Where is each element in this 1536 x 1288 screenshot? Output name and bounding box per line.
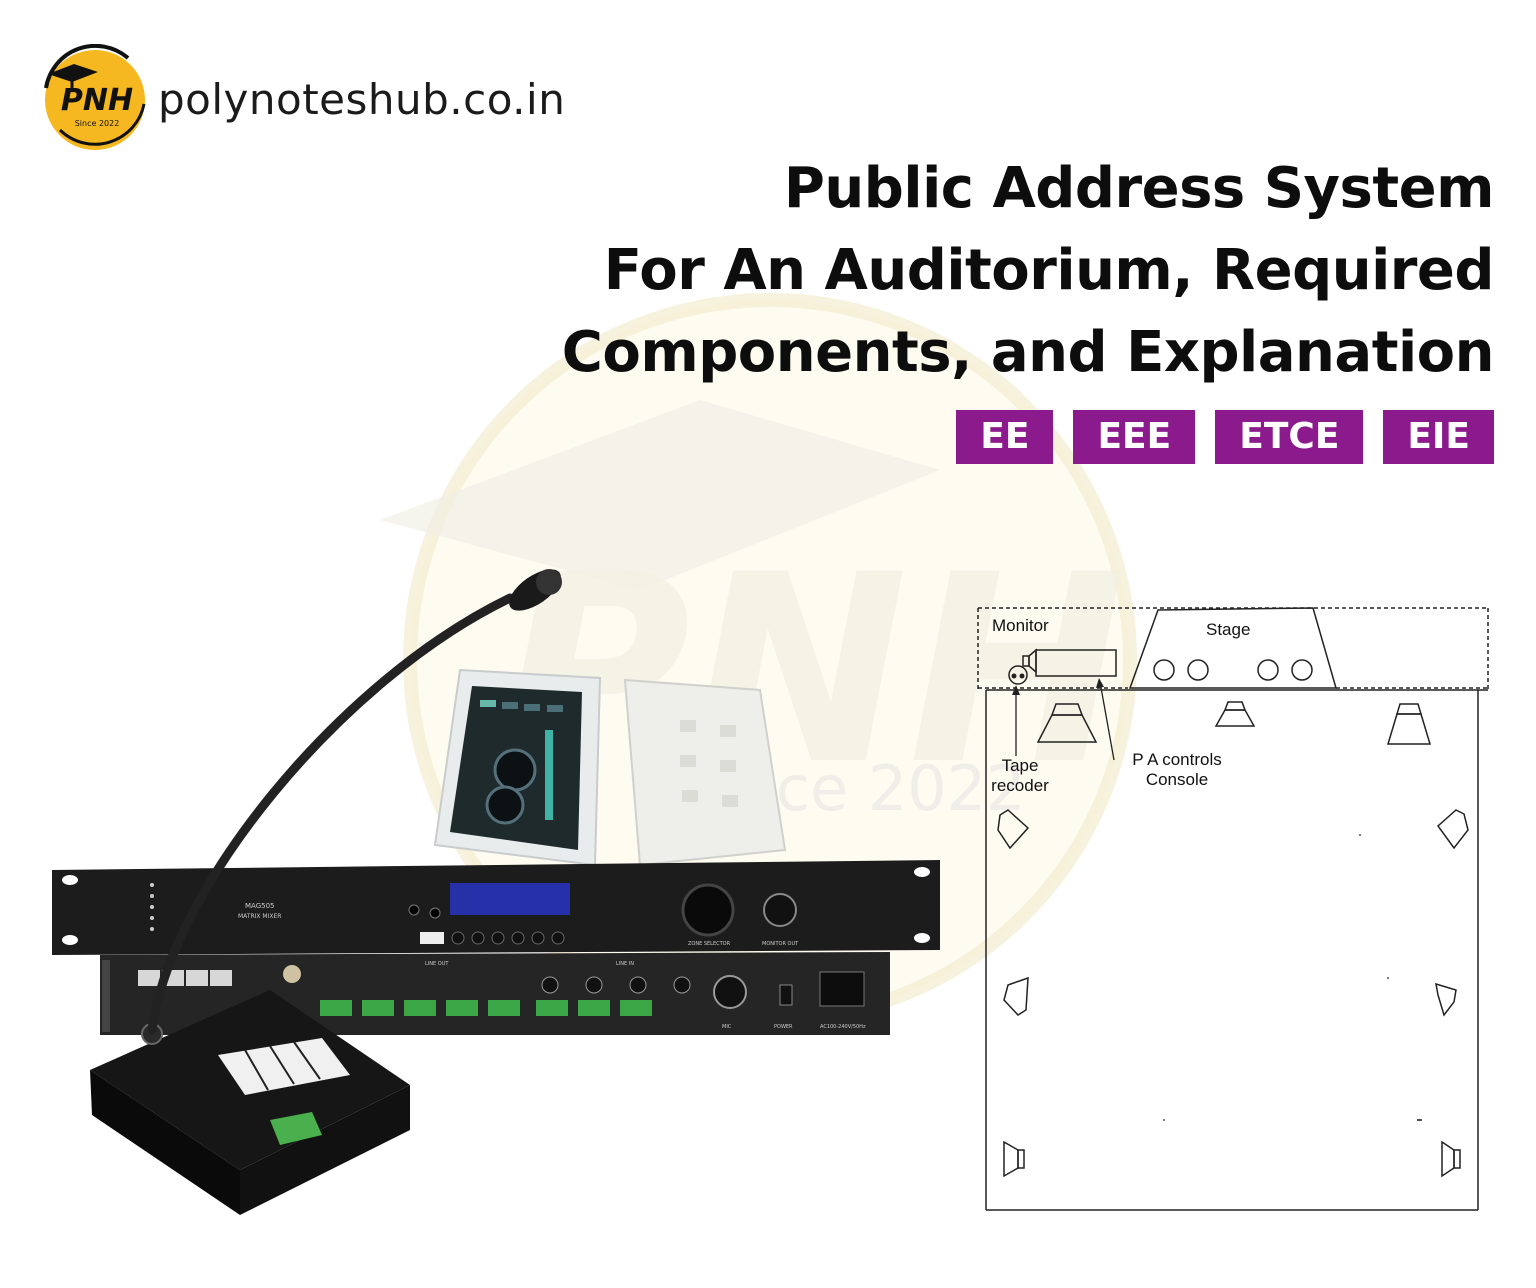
stage-label: Stage: [1206, 620, 1251, 639]
tag-etce: ETCE: [1215, 410, 1364, 464]
zone-selector-knob-icon: [681, 883, 735, 937]
pa-console-label-line-2: Console: [1145, 770, 1209, 789]
side-speaker-left-2-icon: [1003, 976, 1029, 1016]
side-speaker-right-2-icon: [1435, 982, 1457, 1017]
mic-label: MIC: [722, 1024, 732, 1030]
line-in-label: LINE IN: [616, 961, 634, 967]
rack-subtitle-label: MATRIX MIXER: [238, 913, 281, 920]
front-speaker-icon: [1036, 703, 1098, 743]
power-label: POWER: [774, 1024, 793, 1030]
rack-model-label: MAG505: [245, 902, 275, 910]
site-url[interactable]: polynoteshub.co.in: [158, 74, 566, 124]
logo-text: PNH: [61, 83, 133, 118]
matrix-mixer-icon: MAG505 MATRIX MIXER ZONE SELECTOR MONITO…: [52, 860, 940, 955]
ac-label: AC100-240V/50Hz: [820, 1024, 866, 1030]
monitor-out-label: MONITOR OUT: [762, 941, 799, 947]
gooseneck-icon: [147, 593, 515, 1035]
pa-equipment-illustration: MAG505 MATRIX MIXER ZONE SELECTOR MONITO…: [52, 569, 940, 1215]
pa-console-box: [1035, 649, 1117, 677]
pnh-logo-icon: PNH Since 2022: [40, 43, 150, 154]
front-center-speaker-icon: [1214, 701, 1256, 727]
branch-tags: EE EEE ETCE EIE: [956, 410, 1494, 464]
graduation-cap-icon: [48, 64, 98, 82]
pa-console-label-line-1: P A controls: [1132, 750, 1222, 769]
touch-panel-icon: [433, 668, 602, 867]
tag-eie: EIE: [1383, 410, 1494, 464]
front-right-speaker-icon: [1386, 703, 1432, 745]
monitor-speaker-icon: [1022, 648, 1037, 674]
tape-recorder-label-line-1: Tape: [1001, 756, 1039, 775]
side-speaker-right-3-icon: [1441, 1140, 1461, 1178]
side-speaker-right-1-icon: [1436, 809, 1469, 850]
stage-outline: [1128, 607, 1337, 689]
tag-ee: EE: [956, 410, 1054, 464]
paging-console-icon: [90, 990, 410, 1215]
page-title: Public Address System For An Auditorium,…: [494, 148, 1495, 394]
auditorium-layout-diagram: Monitor Stage Tape recoder P A controls …: [968, 600, 1498, 1220]
tag-eee: EEE: [1073, 410, 1196, 464]
lcd-display-icon: [450, 883, 570, 915]
title-line-2: For An Auditorium, Required: [603, 238, 1495, 303]
xlr-jack-icon: [763, 893, 797, 927]
tape-recorder-label-line-2: recoder: [991, 776, 1049, 795]
line-out-label: LINE OUT: [425, 961, 449, 967]
logo-since: Since 2022: [75, 119, 120, 128]
tape-recorder-icon: [1008, 665, 1028, 685]
brand-header: PNH Since 2022 polynoteshub.co.in: [40, 43, 566, 154]
side-speaker-left-1-icon: [997, 809, 1030, 850]
monitor-label: Monitor: [992, 616, 1049, 635]
side-speaker-left-3-icon: [1003, 1140, 1025, 1178]
pa-console-label: P A controls Console: [1118, 750, 1236, 790]
title-line-1: Public Address System: [783, 156, 1495, 221]
title-line-3: Components, and Explanation: [561, 320, 1495, 385]
microphone-icon: [509, 569, 562, 611]
button-panel-icon: [623, 678, 787, 867]
tape-recorder-label: Tape recoder: [986, 756, 1054, 796]
zone-selector-label: ZONE SELECTOR: [688, 941, 731, 947]
